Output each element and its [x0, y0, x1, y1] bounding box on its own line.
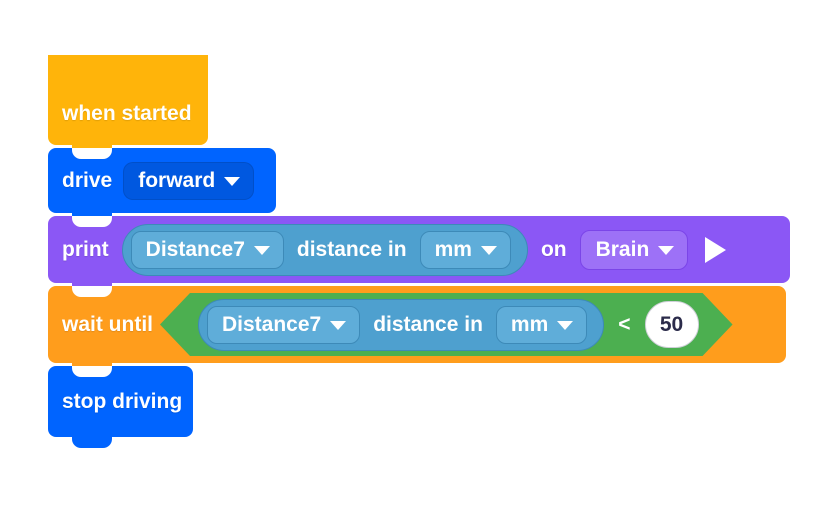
print-target-value: Brain — [595, 237, 650, 261]
sensor-unit-dropdown[interactable]: mm — [496, 306, 587, 344]
block-notch — [72, 148, 112, 159]
block-wait-until[interactable]: wait until Distance7 distance in mm < 50 — [48, 286, 786, 374]
sensor-unit-value: mm — [434, 237, 472, 261]
drive-direction-value: forward — [138, 168, 216, 192]
print-label: print — [62, 238, 109, 261]
comparison-operator-symbol: < — [618, 313, 631, 336]
sensor-name-dropdown[interactable]: Distance7 — [130, 230, 284, 269]
chevron-down-icon — [480, 245, 497, 255]
block-notch — [72, 366, 112, 377]
chevron-down-icon — [557, 321, 573, 330]
reporter-middle-label: distance in — [373, 313, 483, 336]
block-drive[interactable]: drive forward — [48, 148, 276, 224]
hat-block-dome — [48, 55, 208, 99]
print-on-label: on — [540, 238, 567, 261]
block-when-started[interactable]: when started — [48, 55, 208, 156]
wait-until-label: wait until — [62, 313, 153, 336]
reporter-middle-label: distance in — [296, 238, 407, 261]
stop-driving-label: stop driving — [62, 390, 183, 413]
play-icon[interactable] — [705, 236, 727, 263]
reporter-distance-sensor-condition[interactable]: Distance7 distance in mm — [198, 299, 604, 351]
sensor-name-dropdown[interactable]: Distance7 — [207, 306, 360, 344]
threshold-number-input[interactable]: 50 — [645, 301, 699, 348]
drive-label: drive — [62, 169, 113, 192]
block-connector-nub — [72, 437, 112, 448]
sensor-name-value: Distance7 — [145, 237, 245, 261]
block-stop-driving[interactable]: stop driving — [48, 366, 193, 448]
sensor-unit-dropdown[interactable]: mm — [419, 230, 511, 269]
threshold-number-value: 50 — [659, 313, 684, 336]
boolean-less-than-operator[interactable]: Distance7 distance in mm < 50 — [160, 293, 733, 356]
sensor-name-value: Distance7 — [222, 312, 322, 336]
block-notch — [72, 216, 112, 227]
block-notch — [72, 286, 112, 297]
chevron-down-icon — [253, 245, 270, 255]
print-target-dropdown[interactable]: Brain — [579, 229, 689, 270]
chevron-down-icon — [224, 176, 241, 186]
reporter-distance-sensor-print[interactable]: Distance7 distance in mm — [121, 223, 528, 276]
sensor-unit-value: mm — [510, 312, 549, 336]
block-print[interactable]: print Distance7 distance in mm on Brain — [48, 216, 790, 294]
chevron-down-icon — [658, 245, 675, 255]
drive-direction-dropdown[interactable]: forward — [123, 161, 255, 200]
when-started-label: when started — [62, 102, 192, 125]
chevron-down-icon — [330, 321, 346, 330]
